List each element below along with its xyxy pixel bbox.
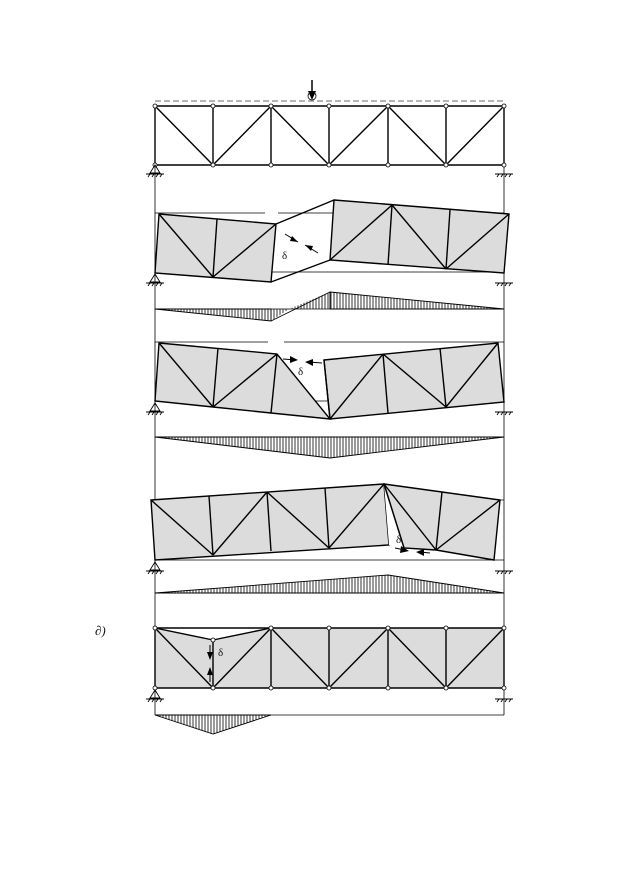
pin-support-icon xyxy=(146,402,164,416)
influence-line-4 xyxy=(154,714,504,735)
row-label: ∂) xyxy=(95,623,106,638)
load-arrow-icon xyxy=(307,80,317,101)
roller-support-icon xyxy=(495,282,513,287)
influence-line-3 xyxy=(154,574,505,594)
mechanism-1: δ xyxy=(146,199,513,287)
truss-original xyxy=(146,80,513,178)
pin-support-icon xyxy=(146,561,164,575)
mechanism-4: ∂) δ xyxy=(95,623,513,703)
delta-label: δ xyxy=(218,647,223,659)
delta-label: δ xyxy=(282,250,287,262)
pin-support-icon xyxy=(146,273,164,287)
delta-label: δ xyxy=(396,534,401,546)
roller-support-icon xyxy=(495,173,513,178)
pin-support-icon xyxy=(146,164,164,178)
roller-support-icon xyxy=(495,570,513,575)
mechanism-2: δ xyxy=(146,341,513,420)
frame-lines xyxy=(154,105,505,715)
roller-support-icon xyxy=(495,698,513,703)
pin-support-icon xyxy=(146,689,164,703)
delta-label: δ xyxy=(298,366,303,378)
influence-line-1 xyxy=(154,291,505,322)
roller-support-icon xyxy=(495,411,513,416)
influence-line-2 xyxy=(154,436,505,459)
mechanism-3: δ xyxy=(146,483,513,575)
